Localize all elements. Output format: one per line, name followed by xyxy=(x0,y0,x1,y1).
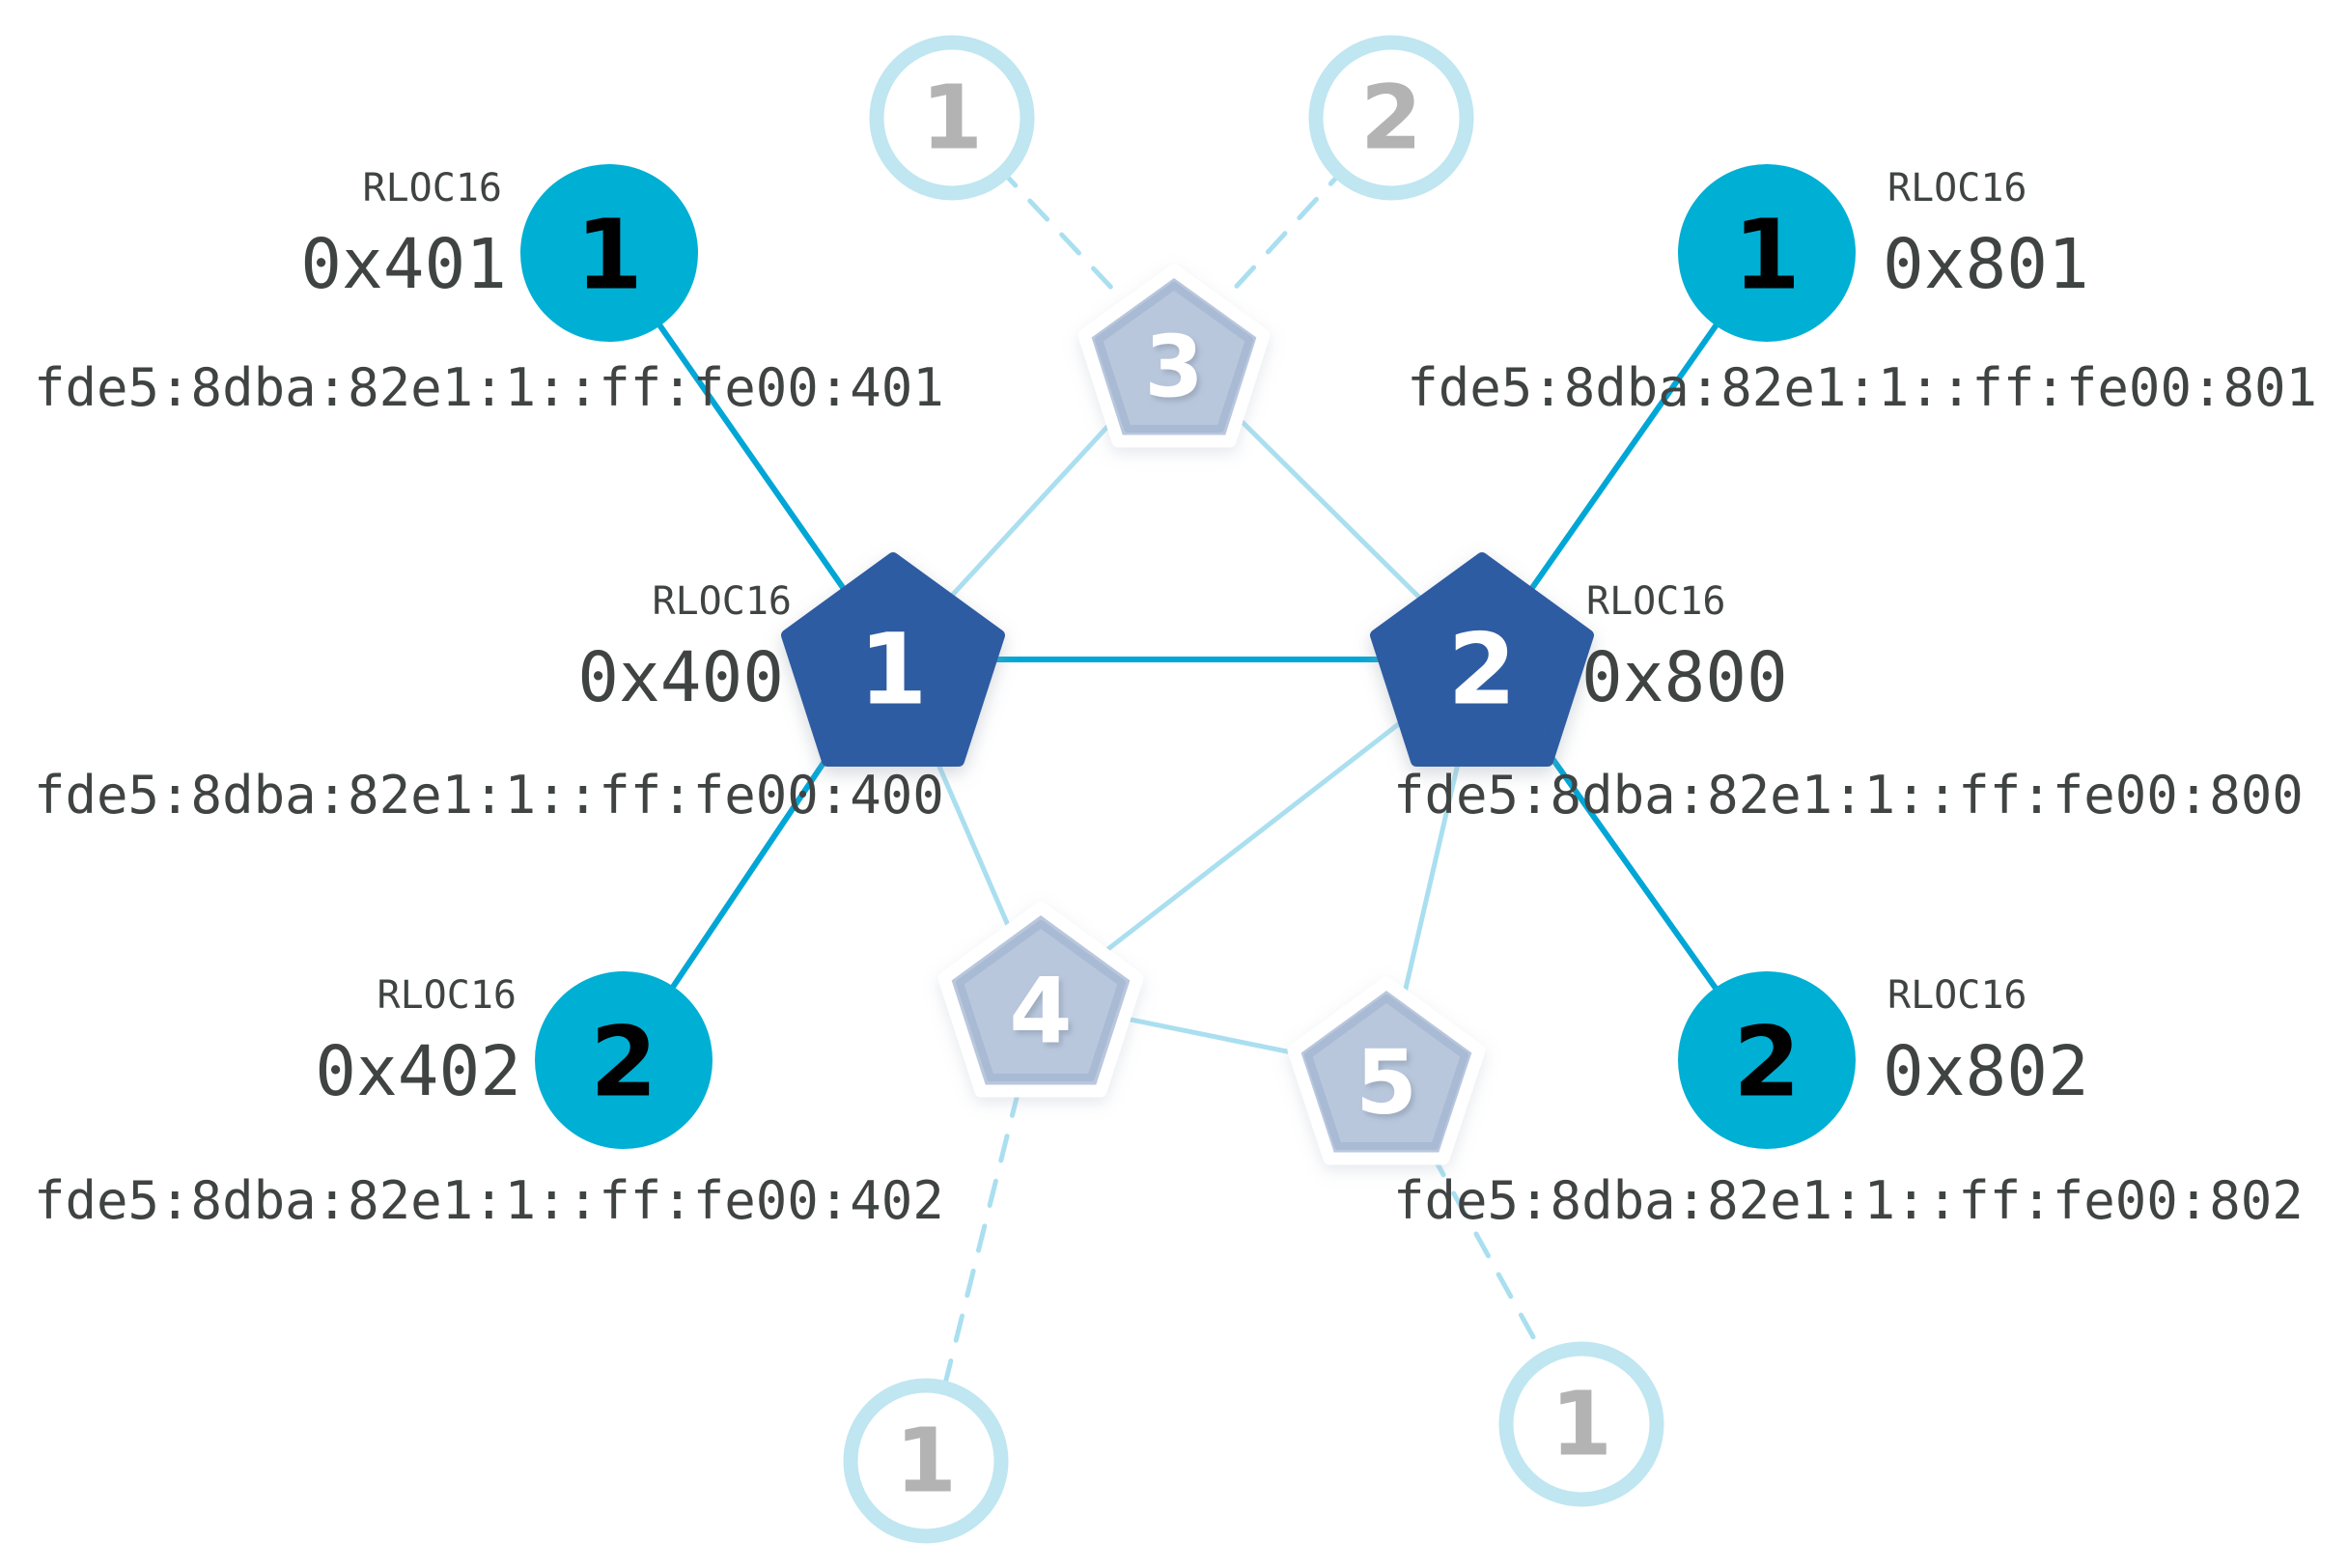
ghost-router-5-number: 5 xyxy=(1356,1031,1417,1134)
child-401-rloc16-caption: RLOC16 xyxy=(362,166,503,210)
child-802-shape xyxy=(1678,971,1856,1149)
ghost-router-3[interactable]: 3 xyxy=(1077,264,1271,448)
router-800-rloc16-value: 0x800 xyxy=(1581,637,1788,717)
ghost-child-bottom-1-number: 1 xyxy=(895,1410,957,1513)
router-400-rloc16-value: 0x400 xyxy=(577,637,784,717)
ghost-child-top-2[interactable]: 2 xyxy=(1308,35,1474,201)
child-801-shape xyxy=(1678,164,1856,342)
child-402-shape xyxy=(535,971,713,1149)
child-401-number: 1 xyxy=(575,199,643,312)
child-402-rloc16-caption: RLOC16 xyxy=(377,973,517,1018)
ghost-child-bottom-2-number: 1 xyxy=(1551,1373,1612,1476)
child-801-rloc16-value: 0x801 xyxy=(1883,224,2089,304)
router-800[interactable]: 2 xyxy=(1370,552,1594,767)
child-402-rloc16-value: 0x402 xyxy=(315,1031,521,1111)
child-802-rloc16-value: 0x802 xyxy=(1883,1031,2089,1111)
router-400-number: 1 xyxy=(859,613,928,728)
ghost-child-top-1-number: 1 xyxy=(921,67,983,170)
router-layer: 1 2 xyxy=(781,552,1594,767)
router-800-rloc16-caption: RLOC16 xyxy=(1586,579,1726,624)
router-400[interactable]: 1 xyxy=(781,552,1005,767)
child-802-rloc16-caption: RLOC16 xyxy=(1887,973,2027,1018)
ghost-router-5-shape xyxy=(1287,976,1486,1165)
ghost-router-3-shape xyxy=(1077,264,1271,448)
router-800-address: fde5:8dba:82e1:1::ff:fe00:800 xyxy=(1393,765,2304,826)
router-800-shape xyxy=(1370,552,1594,767)
child-401[interactable]: 1 xyxy=(520,164,698,342)
child-802[interactable]: 2 xyxy=(1678,971,1856,1149)
child-401-address: fde5:8dba:82e1:1::ff:fe00:401 xyxy=(34,357,944,418)
router-400-shape xyxy=(781,552,1005,767)
ghost-child-top-1[interactable]: 1 xyxy=(869,35,1035,201)
child-801[interactable]: 1 xyxy=(1678,164,1856,342)
router-400-rloc16-caption: RLOC16 xyxy=(652,579,793,624)
child-802-number: 2 xyxy=(1733,1006,1801,1119)
ghost-child-layer: 1 2 1 1 xyxy=(843,35,1664,1544)
ghost-router-4[interactable]: 4 xyxy=(937,901,1144,1098)
ghost-child-top-2-number: 2 xyxy=(1360,67,1422,170)
child-801-address: fde5:8dba:82e1:1::ff:fe00:801 xyxy=(1407,357,2317,418)
child-402-address: fde5:8dba:82e1:1::ff:fe00:402 xyxy=(34,1170,944,1231)
ghost-router-4-inner-outline xyxy=(956,920,1126,1081)
router-400-address: fde5:8dba:82e1:1::ff:fe00:400 xyxy=(34,765,944,826)
child-402[interactable]: 2 xyxy=(535,971,713,1149)
child-802-address: fde5:8dba:82e1:1::ff:fe00:802 xyxy=(1393,1170,2304,1231)
ghost-child-bottom-1[interactable]: 1 xyxy=(843,1378,1009,1544)
ghost-router-4-shape xyxy=(937,901,1144,1098)
child-801-rloc16-caption: RLOC16 xyxy=(1887,166,2027,210)
ghost-router-5-inner-outline xyxy=(1304,994,1468,1150)
ghost-router-layer: 3 4 5 xyxy=(937,264,1486,1165)
ghost-router-4-number: 4 xyxy=(1009,960,1072,1065)
ghost-router-5[interactable]: 5 xyxy=(1287,976,1486,1165)
child-801-number: 1 xyxy=(1733,199,1801,312)
ghost-router-3-number: 3 xyxy=(1144,318,1203,417)
child-401-shape xyxy=(520,164,698,342)
child-layer: 1 1 2 2 xyxy=(520,164,1856,1149)
child-402-number: 2 xyxy=(590,1006,657,1119)
router-800-number: 2 xyxy=(1448,613,1517,728)
child-401-rloc16-value: 0x401 xyxy=(300,224,507,304)
ghost-child-bottom-2[interactable]: 1 xyxy=(1498,1341,1664,1507)
ghost-router-3-inner-outline xyxy=(1095,282,1253,433)
